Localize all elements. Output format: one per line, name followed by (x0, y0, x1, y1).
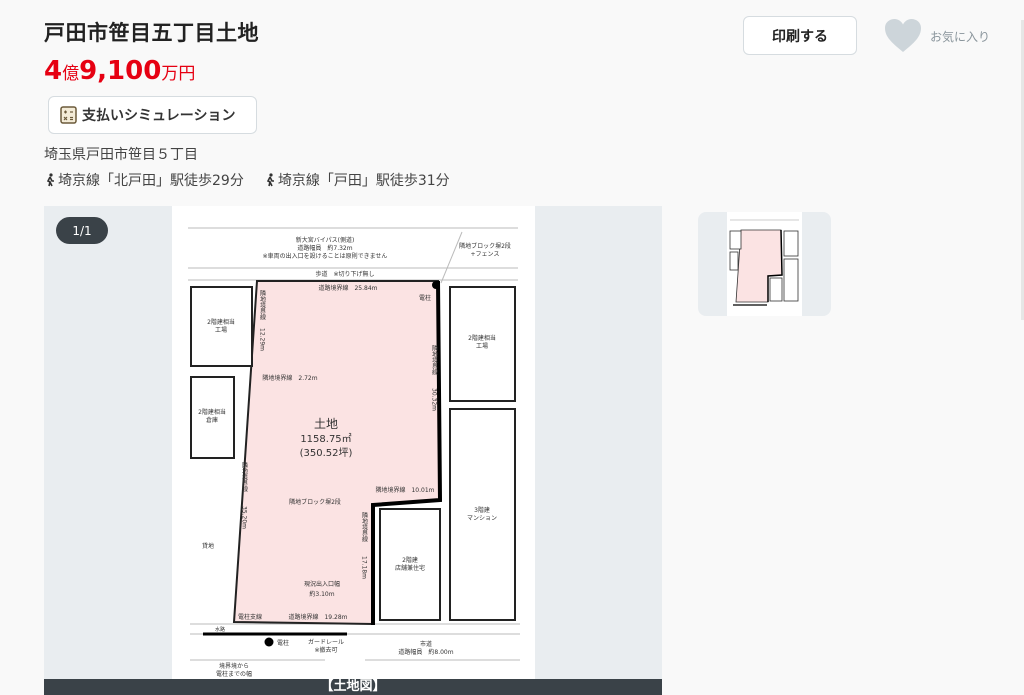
image-caption: 【土地図】 (44, 679, 662, 695)
label: 道路幅員 約7.32m (297, 244, 352, 252)
address: 埼玉県戸田市笹目５丁目 (44, 147, 198, 163)
label: 道路境界線 19.28m (288, 613, 347, 621)
heart-icon (885, 19, 921, 52)
label: 2階建相当 (468, 334, 496, 342)
label: 水路 (215, 626, 225, 633)
land-plan-image: 新大宮バイパス(側道) 道路幅員 約7.32m ※車両の出入口を設けることは原則… (172, 206, 535, 695)
label: 約3.10m (309, 590, 334, 598)
label: 12.29m (259, 328, 266, 351)
label: 2階建 (402, 556, 418, 564)
label: 貸地 (202, 542, 214, 550)
access-text: 埼京線「北戸田」駅徒歩29分 (58, 173, 244, 189)
label: 倉庫 (206, 416, 218, 424)
access-text: 埼京線「戸田」駅徒歩31分 (277, 173, 450, 189)
label: ガードレール (308, 638, 344, 646)
price-oku-unit: 億 (62, 64, 80, 84)
label: 店舗兼住宅 (395, 564, 425, 572)
label: 土地 (314, 417, 338, 431)
label: 隣地境界線 (259, 289, 266, 320)
label: 30.32m (431, 388, 438, 411)
site-plan: 新大宮バイパス(側道) 道路幅員 約7.32m ※車両の出入口を設けることは原則… (188, 227, 520, 678)
thumbnail-land-plan[interactable] (698, 212, 831, 316)
label: 17.18m (361, 556, 368, 579)
image-counter: 1/1 (56, 217, 108, 244)
payment-simulation-button[interactable]: 支払いシミュレーション (48, 96, 257, 134)
label: 電柱 (277, 639, 289, 647)
label: 工場 (215, 326, 227, 334)
label: 道路幅員 約8.00m (398, 648, 453, 656)
label: 3階建 (474, 506, 490, 514)
price-man-unit: 万円 (161, 64, 196, 84)
label: 隣地境界線 (431, 344, 438, 375)
access-item: 埼京線「戸田」駅徒歩31分 (264, 170, 450, 190)
label: 隣地境界線 (361, 511, 368, 542)
label: 工場 (476, 342, 488, 350)
label: 1158.75㎡ (300, 433, 351, 445)
label: ※車両の出入口を設けることは原則できません (263, 252, 388, 260)
favorite-button[interactable]: お気に入り (884, 18, 990, 54)
simulation-label: 支払いシミュレーション (82, 108, 236, 124)
label: 2階建相当 (207, 318, 235, 326)
label: ※撤去可 (314, 646, 337, 654)
label: 35.20m (241, 506, 248, 529)
access-item: 埼京線「北戸田」駅徒歩29分 (44, 170, 244, 190)
calculator-icon (60, 106, 77, 124)
label: 新大宮バイパス(側道) (296, 236, 355, 244)
price: 4億9,100万円 (44, 56, 195, 86)
price-man: 9,100 (79, 56, 162, 86)
walking-icon (46, 173, 54, 187)
label: 道路境界線 25.84m (318, 284, 377, 292)
label: 隣地境界線 (241, 461, 248, 492)
label: 市道 (420, 640, 432, 648)
print-button[interactable]: 印刷する (743, 16, 857, 55)
label: 電柱までの幅 (216, 670, 252, 678)
label: 隣地境界線 2.72m (262, 374, 317, 382)
walking-icon (266, 173, 274, 187)
price-oku: 4 (44, 56, 63, 86)
page-title: 戸田市笹目五丁目土地 (44, 21, 259, 45)
access-list: 埼京線「北戸田」駅徒歩29分 埼京線「戸田」駅徒歩31分 (44, 170, 450, 190)
label: +フェンス (471, 251, 500, 258)
scrollbar[interactable] (1021, 20, 1024, 320)
label: 境界境から (219, 662, 249, 670)
label: 現況出入口幅 (304, 580, 340, 588)
thumbnail-image (727, 212, 802, 316)
label: 隣地ブロック塀2段 (289, 498, 341, 506)
label: マンション (467, 515, 497, 522)
label: 歩道 ※切り下げ無し (315, 270, 374, 278)
label: 隣地境界線 10.01m (375, 486, 434, 494)
label: 隣地ブロック塀2段 (459, 242, 511, 250)
favorite-label: お気に入り (930, 29, 991, 44)
image-gallery[interactable]: 新大宮バイパス(側道) 道路幅員 約7.32m ※車両の出入口を設けることは原則… (44, 206, 662, 695)
label: 電柱 (419, 294, 431, 302)
label: 電柱支線 (238, 613, 262, 621)
label: (350.52坪) (300, 446, 353, 459)
label: 2階建相当 (198, 408, 226, 416)
